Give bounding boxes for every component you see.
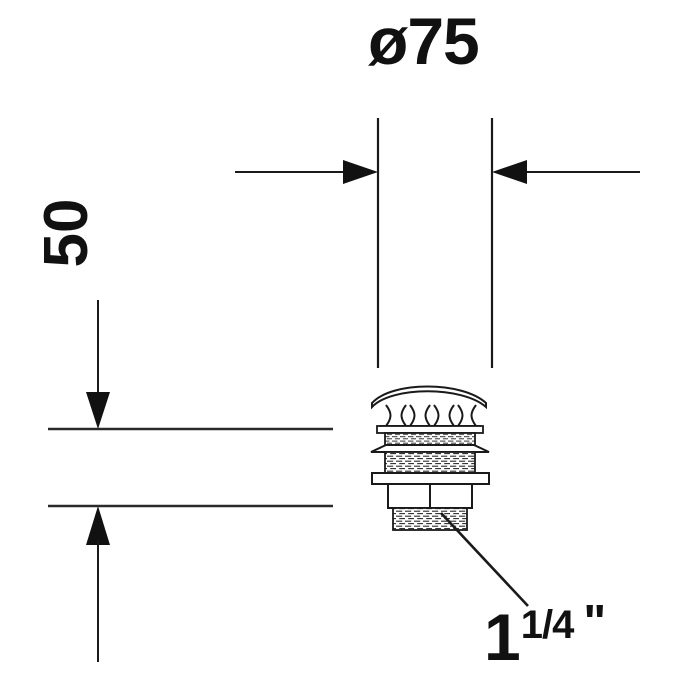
height-dimension-group [48,300,333,662]
arrow-right-icon [343,160,378,184]
mid-thread-band [384,451,476,474]
arrow-up-icon [86,506,110,545]
inch-mark-icon: " [583,596,606,649]
lower-thread-shank [392,507,468,531]
drain-fitting-part [370,385,490,531]
cone-flange [370,444,490,453]
thread-fraction: 1/4 [520,603,575,647]
thread-size-label: 1 1/4 " [484,596,606,674]
diameter-label: ø75 [368,4,480,78]
cap-slot-openings [385,404,477,427]
arrow-down-icon [86,392,110,429]
leader-line [440,512,529,607]
height-label: 50 [32,198,101,268]
locknut-flange [371,472,490,485]
thread-whole-number: 1 [484,600,521,674]
cap-dome [371,385,487,410]
upper-flange-plate [376,425,484,434]
diameter-dimension-group [235,118,640,368]
arrow-left-icon [492,160,527,184]
upper-thread-band [384,432,476,446]
